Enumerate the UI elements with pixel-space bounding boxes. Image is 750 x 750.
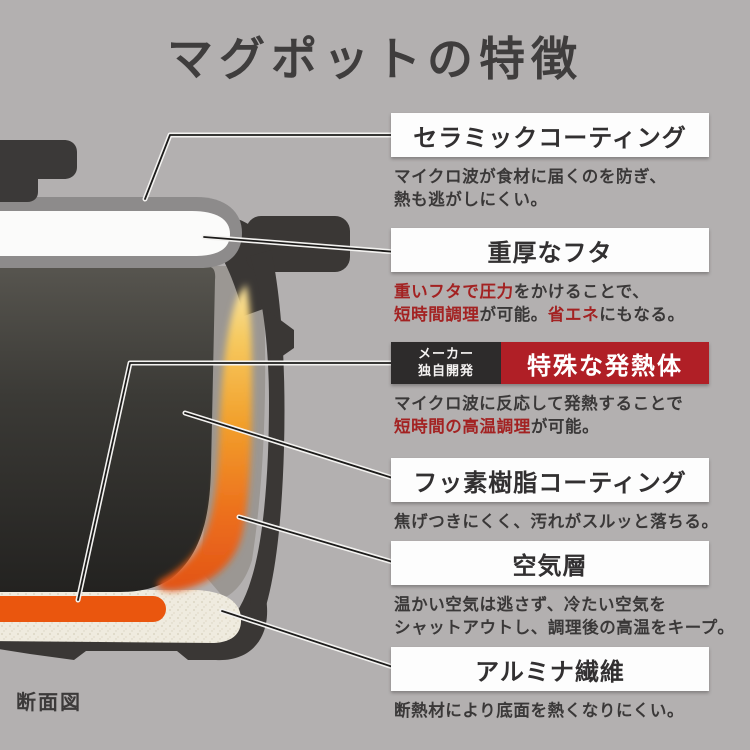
desc-segment: 短時間の高温調理 (394, 418, 531, 436)
feature-title-box: 重厚なフタ (391, 228, 709, 272)
feature-title: セラミックコーティング (413, 124, 687, 152)
callout-line (144, 134, 397, 200)
desc-line: 短時間調理が可能。省エネにもなる。 (394, 304, 709, 327)
desc-line: 焦げつきにくく、汚れがスルッと落ちる。 (394, 511, 718, 534)
callout-line (221, 610, 397, 669)
feature-title-box: セラミックコーティング (391, 113, 709, 157)
desc-segment: 省エネ (547, 306, 600, 324)
feature-fluororesin-coating: フッ素樹脂コーティング 焦げつきにくく、汚れがスルッと落ちる。 (391, 458, 718, 534)
feature-title: フッ素樹脂コーティング (413, 469, 687, 497)
feature-title-box: アルミナ繊維 (391, 647, 709, 691)
desc-segment: にもなる。 (599, 306, 685, 324)
tag-line: 独自開発 (417, 363, 474, 378)
feature-title: 特殊な発熱体 (527, 352, 683, 380)
feature-special-heating-element: メーカー 独自開発 特殊な発熱体 マイクロ波に反応して発熱することで短時間の高温… (391, 342, 709, 439)
feature-description: 焦げつきにくく、汚れがスルッと落ちる。 (394, 511, 718, 534)
desc-segment: マイクロ波が食材に届くのを防ぎ、 (394, 168, 667, 186)
callout-line (184, 412, 397, 480)
feature-title: アルミナ繊維 (475, 658, 625, 686)
tag-line: メーカー (417, 346, 474, 362)
maker-original-tag: メーカー 独自開発 (391, 342, 501, 384)
lid-knob (0, 140, 77, 202)
feature-title-box: メーカー 独自開発 特殊な発熱体 (391, 342, 709, 384)
heating-element-strip (0, 596, 166, 622)
desc-segment: マイクロ波に反応して発熱することで (394, 395, 684, 413)
feature-ceramic-coating: セラミックコーティング マイクロ波が食材に届くのを防ぎ、熱も逃がしにくい。 (391, 113, 709, 212)
feature-air-layer: 空気層 温かい空気は逃さず、冷たい空気をシャットアウトし、調理後の高温をキープ。 (391, 541, 734, 640)
desc-segment: 重いフタで圧力 (394, 283, 514, 301)
desc-segment: 焦げつきにくく、汚れがスルッと落ちる。 (394, 513, 719, 531)
desc-line: マイクロ波が食材に届くのを防ぎ、 (394, 166, 709, 189)
feature-description: 温かい空気は逃さず、冷たい空気をシャットアウトし、調理後の高温をキープ。 (394, 594, 734, 640)
feature-title-box: 空気層 (391, 541, 709, 585)
feature-title-red-box: 特殊な発熱体 (501, 342, 709, 384)
desc-line: 短時間の高温調理が可能。 (394, 416, 709, 439)
desc-segment: シャットアウトし、調理後の高温をキープ。 (394, 619, 735, 637)
desc-segment: 熱も逃がしにくい。 (394, 191, 548, 209)
desc-segment: をかけることで、 (513, 283, 650, 301)
lid-white-core (0, 211, 230, 256)
callout-line (77, 362, 397, 601)
pot-inner-body (0, 266, 216, 592)
desc-line: 熱も逃がしにくい。 (394, 189, 709, 212)
feature-description: 重いフタで圧力をかけることで、短時間調理が可能。省エネにもなる。 (394, 281, 709, 327)
page-title: マグポットの特徴 (167, 33, 583, 85)
feature-title-box: フッ素樹脂コーティング (391, 458, 709, 502)
feature-alumina-fiber: アルミナ繊維 断熱材により底面を熱くなりにくい。 (391, 647, 709, 723)
feature-description: マイクロ波に反応して発熱することで短時間の高温調理が可能。 (394, 393, 709, 439)
desc-segment: 断熱材により底面を熱くなりにくい。 (394, 702, 685, 720)
feature-heavy-lid: 重厚なフタ 重いフタで圧力をかけることで、短時間調理が可能。省エネにもなる。 (391, 228, 709, 327)
callout-line (238, 516, 397, 564)
feature-title: 空気層 (512, 552, 588, 580)
desc-line: 断熱材により底面を熱くなりにくい。 (394, 700, 709, 723)
desc-segment: が可能。 (479, 306, 548, 324)
lid-group (0, 140, 242, 268)
desc-line: マイクロ波に反応して発熱することで (394, 393, 709, 416)
callout-lines (75, 132, 399, 671)
desc-segment: 温かい空気は逃さず、冷たい空気を (394, 596, 667, 614)
cross-section-caption: 断面図 (16, 692, 82, 714)
desc-line: シャットアウトし、調理後の高温をキープ。 (394, 617, 734, 640)
desc-line: 重いフタで圧力をかけることで、 (394, 281, 709, 304)
desc-segment: 短時間調理 (394, 306, 480, 324)
feature-description: マイクロ波が食材に届くのを防ぎ、熱も逃がしにくい。 (394, 166, 709, 212)
callout-line (203, 236, 397, 253)
feature-title: 重厚なフタ (487, 239, 613, 267)
desc-segment: が可能。 (530, 418, 600, 436)
feature-description: 断熱材により底面を熱くなりにくい。 (394, 700, 709, 723)
desc-line: 温かい空気は逃さず、冷たい空気を (394, 594, 709, 617)
